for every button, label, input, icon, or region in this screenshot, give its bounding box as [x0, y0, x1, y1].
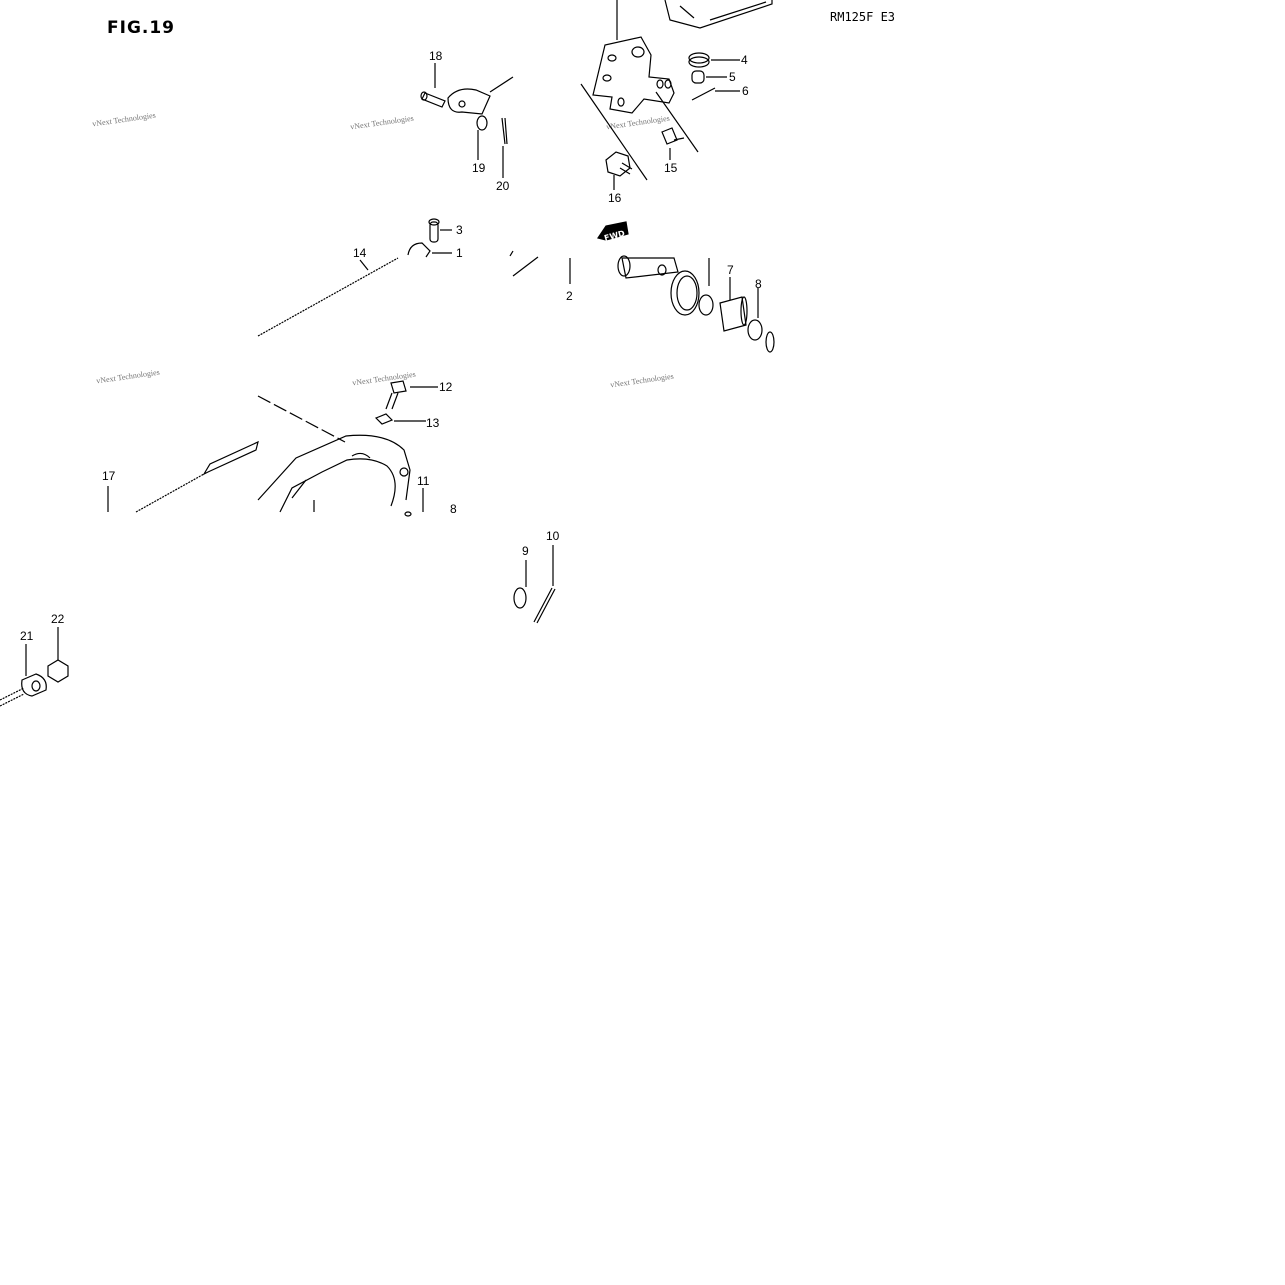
callout-label: 5	[729, 70, 736, 84]
callout-label: 4	[741, 53, 748, 67]
callout-label: 15	[664, 161, 678, 175]
brake-rod-part	[107, 440, 259, 513]
spring-part	[688, 52, 710, 68]
callout-label: 11	[417, 474, 430, 488]
callout-label: 7	[727, 263, 734, 277]
brake-pedal-part	[257, 395, 424, 517]
callout-label: 8	[450, 502, 457, 516]
washer-part	[747, 319, 763, 341]
callout-label: 18	[429, 49, 443, 63]
callout-label: 9	[522, 544, 529, 558]
callout-label: 3	[456, 223, 463, 237]
callout-label: 8	[755, 277, 762, 291]
callout-label: 20	[496, 179, 510, 193]
adjuster-bolt-part	[385, 380, 438, 410]
callout-label: 16	[608, 191, 622, 205]
rod-joint-part	[0, 644, 47, 707]
brake-pedal-bracket	[580, 0, 699, 181]
callout-label: 14	[353, 246, 367, 260]
callout-label: 6	[742, 84, 749, 98]
clevis-pin-part	[420, 91, 446, 108]
cotter-pin-part	[501, 117, 508, 145]
brake-cable-part	[257, 257, 399, 337]
forward-arrow-icon	[597, 221, 629, 241]
callout-label: 17	[102, 469, 116, 483]
o-ring-part	[698, 294, 714, 316]
collar-part	[691, 70, 705, 84]
callout-label: 22	[51, 612, 65, 626]
washer-part	[476, 115, 488, 131]
cotter-pin-part	[691, 87, 716, 101]
figure-title: FIG.19	[107, 18, 176, 38]
pin-part	[428, 218, 452, 243]
bolt-part	[661, 127, 685, 160]
nut-part	[374, 413, 426, 425]
cotter-pin-part	[533, 545, 556, 624]
washer-part	[513, 587, 527, 609]
clip-part	[407, 242, 452, 258]
callout-label: 21	[20, 629, 34, 643]
clevis-part	[447, 76, 514, 115]
model-code: RM125F E3	[830, 10, 896, 24]
callout-label: 1	[456, 246, 463, 260]
rod-nut-part	[47, 627, 69, 683]
flange-bolt-part	[605, 151, 633, 190]
bushing-part	[719, 277, 748, 332]
callout-label: 2	[566, 289, 573, 303]
pedal-arm-part	[664, 0, 773, 29]
callout-label: 12	[439, 380, 453, 394]
callout-label: 13	[426, 416, 440, 430]
callout-label: 19	[472, 161, 486, 175]
pivot-shaft-part	[617, 255, 710, 316]
callout-label: 10	[546, 529, 560, 543]
